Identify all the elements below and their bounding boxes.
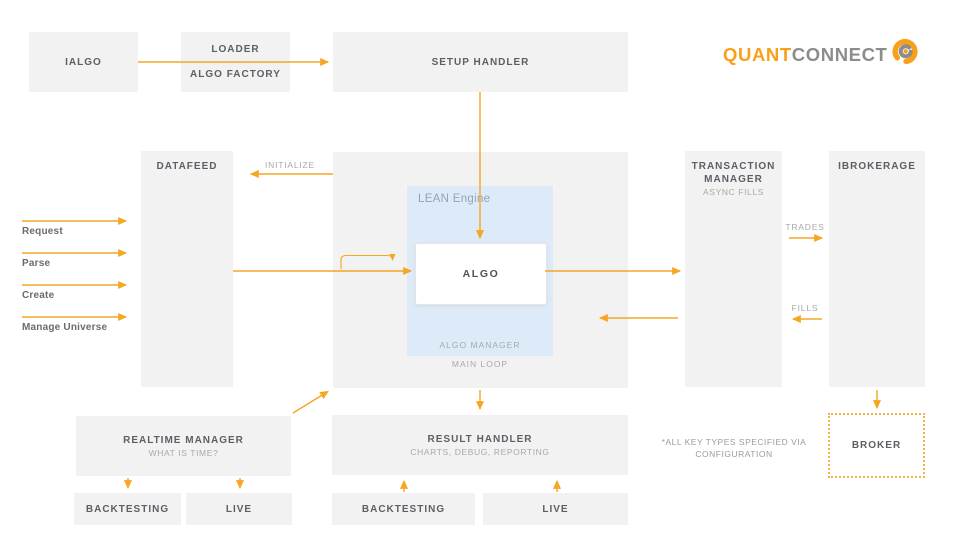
arrow-realtime-to-main-loop bbox=[292, 390, 329, 414]
fills-right-label: FILLS bbox=[791, 303, 819, 313]
result-live-label: LIVE bbox=[542, 503, 569, 515]
realtime-live-box: LIVE bbox=[186, 493, 292, 525]
setup-handler-label: SETUP HANDLER bbox=[431, 56, 530, 68]
flow-label-request: Request bbox=[22, 226, 63, 237]
ibrokerage-label: IBROKERAGE bbox=[838, 161, 916, 172]
algo-label: ALGO bbox=[462, 268, 500, 280]
setup-handler-box: SETUP HANDLER bbox=[333, 32, 628, 92]
result-backtesting-box: BACKTESTING bbox=[332, 493, 475, 525]
ialgo-box: IALGO bbox=[29, 32, 138, 92]
quantconnect-swirl-icon bbox=[892, 39, 918, 65]
algo-factory-label: ALGO FACTORY bbox=[190, 69, 281, 80]
broker-label: BROKER bbox=[851, 440, 902, 451]
trades-label: TRADES bbox=[785, 222, 825, 232]
initialize-label: INITIALIZE bbox=[264, 160, 316, 170]
ibrokerage-box: IBROKERAGE bbox=[829, 151, 925, 387]
algo-manager-label: ALGO MANAGER bbox=[439, 340, 521, 350]
loader-label: LOADER bbox=[211, 44, 260, 55]
result-handler-box: RESULT HANDLER CHARTS, DEBUG, REPORTING bbox=[332, 415, 628, 475]
realtime-manager-box: REALTIME MANAGER WHAT IS TIME? bbox=[76, 416, 291, 476]
realtime-manager-label: REALTIME MANAGER bbox=[123, 434, 244, 446]
main-loop-label: MAIN LOOP bbox=[451, 359, 509, 369]
quantconnect-logo: QUANTCONNECT bbox=[723, 39, 921, 69]
flow-label-parse: Parse bbox=[22, 258, 51, 269]
transaction-manager-label-line2: MANAGER bbox=[704, 174, 763, 185]
logo-text: QUANTCONNECT bbox=[723, 42, 887, 68]
realtime-backtesting-label: BACKTESTING bbox=[85, 503, 170, 515]
realtime-backtesting-box: BACKTESTING bbox=[74, 493, 181, 525]
broker-box: BROKER bbox=[828, 413, 925, 478]
datafeed-box: DATAFEED bbox=[141, 151, 233, 387]
charts-debug-reporting-label: CHARTS, DEBUG, REPORTING bbox=[410, 446, 550, 457]
async-fills-label: ASYNC FILLS bbox=[703, 187, 764, 197]
footnote-line1: *ALL KEY TYPES SPECIFIED VIA bbox=[661, 437, 807, 447]
transaction-manager-box: TRANSACTION MANAGER ASYNC FILLS bbox=[685, 151, 782, 387]
result-live-box: LIVE bbox=[483, 493, 628, 525]
logo-connect-text: CONNECT bbox=[791, 43, 888, 65]
result-handler-label: RESULT HANDLER bbox=[427, 433, 533, 445]
loader-algo-factory-box: LOADER ALGO FACTORY bbox=[181, 32, 290, 92]
algo-box: ALGO bbox=[415, 243, 547, 305]
flow-label-create: Create bbox=[22, 290, 55, 301]
logo-quant-text: QUANT bbox=[723, 43, 792, 65]
what-is-time-label: WHAT IS TIME? bbox=[148, 447, 219, 458]
result-backtesting-label: BACKTESTING bbox=[361, 503, 446, 515]
lean-engine-label: LEAN Engine bbox=[418, 193, 491, 205]
flow-label-manage-universe: Manage Universe bbox=[22, 322, 108, 333]
datafeed-label: DATAFEED bbox=[156, 161, 218, 172]
transaction-manager-label-line1: TRANSACTION bbox=[691, 161, 776, 172]
lean-engine-box: LEAN Engine ALGO ALGO MANAGER bbox=[407, 186, 553, 356]
footnote-line2: CONFIGURATION bbox=[695, 449, 773, 459]
configuration-footnote: *ALL KEY TYPES SPECIFIED VIA CONFIGURATI… bbox=[654, 436, 814, 460]
realtime-live-label: LIVE bbox=[225, 503, 253, 515]
ialgo-label: IALGO bbox=[65, 56, 102, 68]
